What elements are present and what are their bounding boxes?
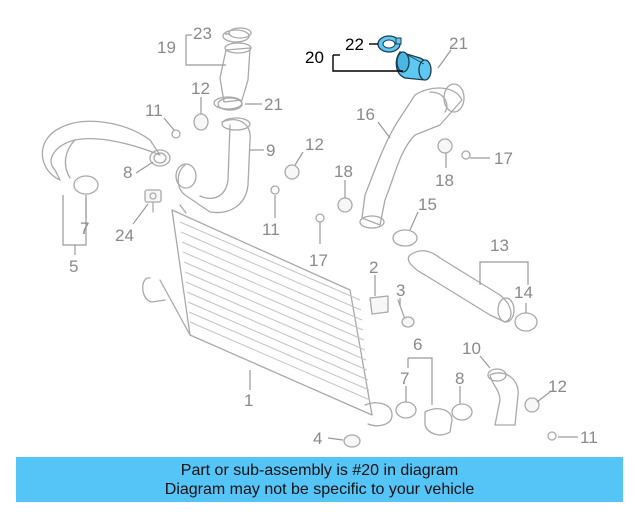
- part-20-highlighted-hose: [395, 51, 432, 81]
- callout-7-bottom: 7: [400, 369, 409, 388]
- part-bolt-3: [397, 299, 415, 328]
- part-turbo-pipe: [359, 83, 465, 229]
- callout-13: 13: [490, 236, 509, 255]
- callout-23: 23: [193, 24, 212, 43]
- part-coupler: [395, 401, 473, 436]
- part-22-highlighted-clamp: [377, 35, 402, 53]
- callout-6: 6: [413, 335, 422, 354]
- callout-12-left: 12: [191, 79, 210, 98]
- callout-8-bottom: 8: [455, 369, 464, 388]
- banner-line-2: Diagram may not be specific to your vehi…: [164, 480, 475, 498]
- callout-4: 4: [313, 429, 322, 448]
- part-clamp-14: [514, 312, 538, 332]
- part-elbow: [487, 368, 519, 426]
- callout-1: 1: [244, 391, 253, 410]
- callout-5: 5: [69, 257, 78, 276]
- callout-3: 3: [396, 281, 405, 300]
- part-clamp-left: [149, 149, 171, 167]
- part-intake-pipe: [175, 117, 251, 214]
- callout-9: 9: [266, 141, 275, 160]
- callout-24: 24: [115, 226, 134, 245]
- callout-15: 15: [418, 195, 437, 214]
- callout-17-right: 17: [494, 149, 513, 168]
- callout-7-left: 7: [80, 219, 89, 238]
- callout-14: 14: [514, 283, 533, 302]
- callout-17-mid: 17: [309, 251, 328, 270]
- part-bracket: [369, 295, 389, 315]
- part-hose-13: [407, 250, 515, 323]
- leader-lines: [62, 33, 578, 441]
- part-clamp-23: [228, 27, 252, 39]
- callout-8-left: 8: [123, 163, 132, 182]
- callout-12-bottom: 12: [548, 377, 567, 396]
- part-clamp-21-left: [217, 97, 243, 111]
- callout-21-right: 21: [449, 34, 468, 53]
- callout-11-bottom: 11: [580, 428, 598, 447]
- callout-16: 16: [356, 105, 375, 124]
- callout-18-right: 18: [435, 171, 454, 190]
- callout-21-left: 21: [264, 95, 283, 114]
- parts-diagram: 1 2 3 4 5 6 7 7 8 8 9 10 11 11 11 12 12 …: [41, 24, 598, 448]
- info-banner: Part or sub-assembly is #20 in diagram D…: [16, 457, 623, 502]
- callout-20: 20: [305, 48, 324, 67]
- part-grommet: [343, 434, 361, 448]
- callout-11-mid: 11: [262, 220, 280, 239]
- part-nuts: [193, 113, 540, 413]
- part-clamp-15: [392, 229, 418, 247]
- part-upper-pipe: [213, 29, 252, 110]
- callout-19: 19: [157, 38, 176, 57]
- banner-line-1: Part or sub-assembly is #20 in diagram: [180, 461, 459, 479]
- callout-12-mid: 12: [305, 135, 324, 154]
- callout-22: 22: [345, 35, 364, 54]
- callout-10: 10: [462, 339, 481, 358]
- callout-18-mid: 18: [334, 162, 353, 181]
- part-bolts: [171, 129, 557, 441]
- callout-2: 2: [369, 258, 378, 277]
- part-sensor: [144, 189, 162, 213]
- callout-11-left: 11: [145, 101, 163, 120]
- part-charge-hose-left: [41, 120, 161, 195]
- part-intercooler: [142, 204, 393, 427]
